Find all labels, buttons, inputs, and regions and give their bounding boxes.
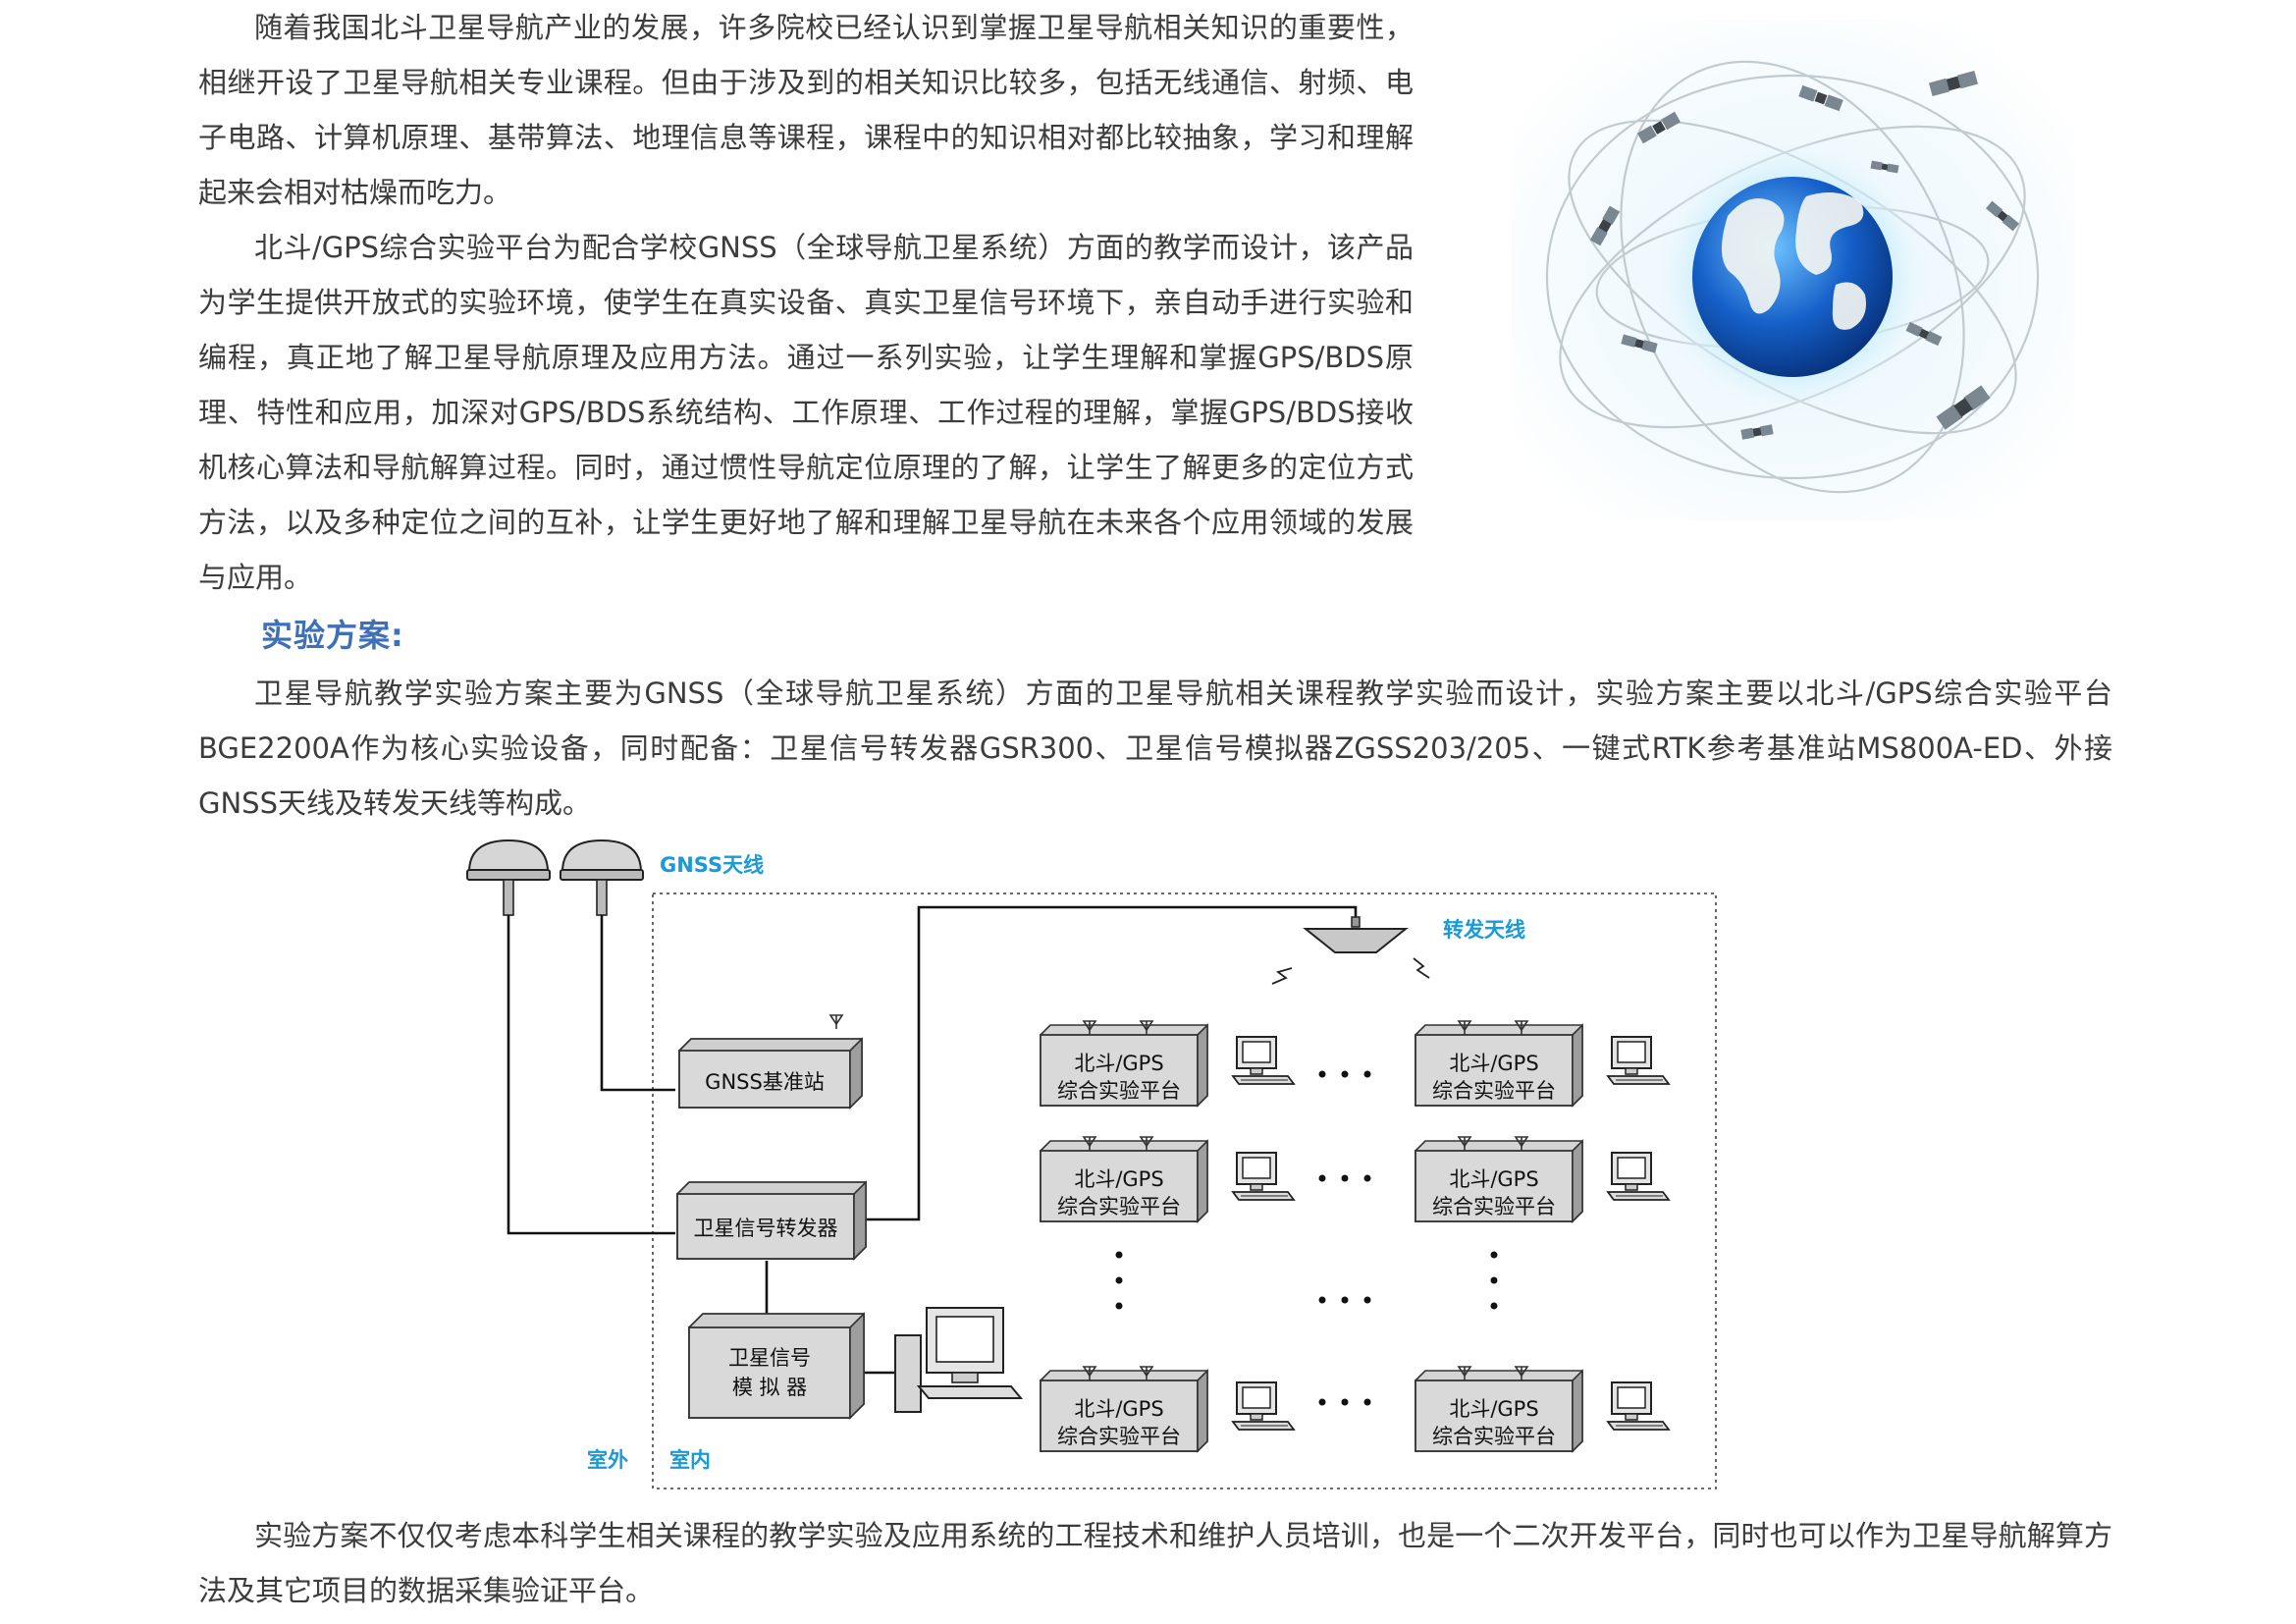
connection-cables	[507, 905, 1358, 1375]
platform-2: 北斗/GPS 综合实验平台	[1415, 1021, 1670, 1106]
relay-antenna	[1271, 916, 1430, 985]
platform-6-line1: 北斗/GPS	[1449, 1397, 1538, 1421]
platform-1-line1: 北斗/GPS	[1074, 1052, 1163, 1075]
outdoor-label: 室外	[587, 1448, 628, 1472]
platform-6-line2: 综合实验平台	[1432, 1425, 1556, 1448]
satellite-simulator: 卫星信号 模 拟 器	[688, 1312, 865, 1420]
gnss-antenna-label: GNSS天线	[660, 853, 764, 877]
platform-5: 北斗/GPS 综合实验平台	[1041, 1367, 1295, 1451]
satellite-globe-illustration	[1512, 20, 2074, 520]
platform-3-line2: 综合实验平台	[1057, 1195, 1181, 1218]
system-architecture-diagram: GNSS天线 转发天线 GNSS基准站 卫星信号转发器 卫星信号 模 拟 器	[466, 839, 1717, 1489]
indoor-boundary	[652, 893, 1717, 1489]
scheme-paragraph: 卫星导航教学实验方案主要为GNSS（全球导航卫星系统）方面的卫星导航相关课程教学…	[198, 677, 2112, 820]
platform-6: 北斗/GPS 综合实验平台	[1415, 1367, 1670, 1451]
satellite-icons	[1589, 71, 2020, 440]
platform-4-line2: 综合实验平台	[1432, 1195, 1556, 1218]
platform-3: 北斗/GPS 综合实验平台	[1041, 1137, 1295, 1221]
satellite-repeater: 卫星信号转发器	[676, 1180, 867, 1261]
repeater-label: 卫星信号转发器	[694, 1217, 838, 1240]
gnss-base-station: GNSS基准站	[678, 1014, 863, 1110]
intro-paragraph-1: 随着我国北斗卫星导航产业的发展，许多院校已经认识到掌握卫星导航相关知识的重要性，…	[198, 11, 1414, 209]
platform-3-line1: 北斗/GPS	[1074, 1167, 1163, 1191]
base-station-label: GNSS基准站	[705, 1070, 825, 1094]
platform-2-line1: 北斗/GPS	[1449, 1052, 1538, 1075]
platform-5-line2: 综合实验平台	[1057, 1425, 1181, 1448]
simulator-pc	[894, 1307, 1024, 1413]
platform-2-line2: 综合实验平台	[1432, 1079, 1556, 1103]
intro-paragraph-2: 北斗/GPS综合实验平台为配合学校GNSS（全球导航卫星系统）方面的教学而设计，…	[198, 231, 1414, 594]
globe	[1692, 177, 1893, 377]
platform-5-line1: 北斗/GPS	[1074, 1397, 1163, 1421]
section-heading-scheme: 实验方案:	[261, 617, 404, 654]
platform-4: 北斗/GPS 综合实验平台	[1415, 1137, 1670, 1221]
platform-1-line2: 综合实验平台	[1057, 1079, 1181, 1103]
gnss-antenna-1	[466, 839, 551, 916]
continents	[1721, 192, 1866, 330]
indoor-label: 室内	[669, 1448, 711, 1472]
gnss-antenna-2	[560, 839, 644, 916]
simulator-label-line1: 卫星信号	[728, 1346, 811, 1370]
relay-antenna-label: 转发天线	[1443, 918, 1525, 942]
ellipsis-dots	[1115, 1070, 1498, 1406]
platform-4-line1: 北斗/GPS	[1449, 1167, 1538, 1191]
closing-paragraph: 实验方案不仅仅考虑本科学生相关课程的教学实验及应用系统的工程技术和维护人员培训，…	[198, 1519, 2112, 1607]
simulator-label-line2: 模 拟 器	[732, 1376, 807, 1399]
platform-1: 北斗/GPS 综合实验平台	[1041, 1021, 1295, 1106]
